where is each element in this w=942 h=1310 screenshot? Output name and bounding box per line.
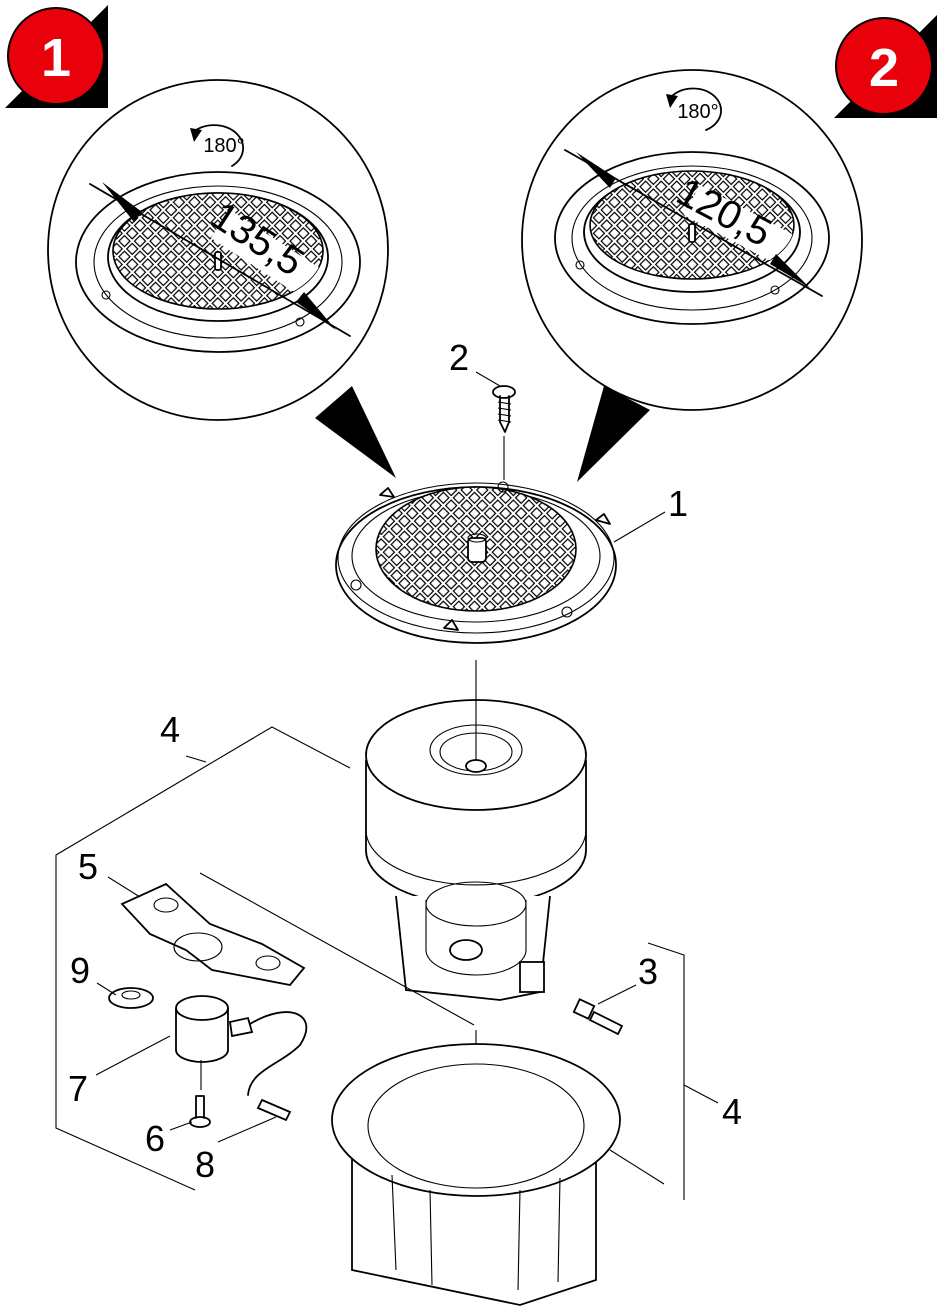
center-pin — [688, 223, 696, 243]
gasket-5 — [120, 882, 306, 986]
detail-circle-1: 135,5 180° — [47, 79, 396, 478]
callout-4-left: 4 — [160, 709, 180, 750]
motor-housing — [331, 1030, 621, 1306]
motor — [365, 660, 587, 1001]
assembly-bracket-left — [55, 726, 475, 1191]
badge-1-label: 1 — [41, 28, 71, 88]
badge-2-label: 2 — [869, 38, 899, 98]
callout-5: 5 — [78, 846, 98, 887]
leader-lines — [95, 371, 719, 1143]
badge-2: 2 — [834, 15, 937, 118]
filter-center-post — [467, 537, 487, 563]
callout-4-right: 4 — [722, 1091, 742, 1132]
rotation-180-right: 180° — [677, 101, 718, 123]
callout-1: 1 — [668, 483, 688, 524]
callout-7: 7 — [68, 1068, 88, 1109]
assembly-bracket-right — [609, 942, 685, 1200]
screw-6 — [189, 1060, 211, 1128]
badge-1: 1 — [5, 5, 108, 108]
screw-3 — [572, 998, 624, 1036]
callout-8: 8 — [195, 1144, 215, 1185]
detail-circle-2: 120,5 180° — [521, 69, 863, 482]
thermostat-7 — [175, 995, 254, 1063]
callout-3: 3 — [638, 951, 658, 992]
filter-plate — [335, 481, 617, 644]
rotation-180-left: 180° — [203, 135, 244, 157]
screw-top — [492, 385, 516, 480]
wire-8 — [247, 1011, 308, 1122]
callout-9: 9 — [70, 950, 90, 991]
callout-6: 6 — [145, 1118, 165, 1159]
callout-2: 2 — [449, 337, 469, 378]
grommet-9 — [108, 987, 154, 1009]
